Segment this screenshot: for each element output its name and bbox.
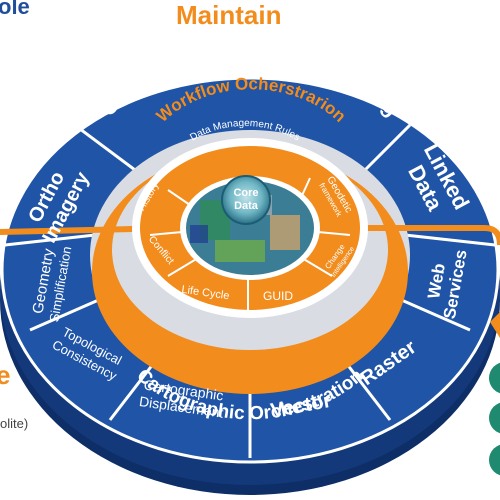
top-left-heading: ole (0, 0, 30, 19)
maintain-heading: Maintain (176, 0, 282, 30)
core-city-image (186, 175, 314, 275)
core-label-1: Core (233, 187, 258, 199)
core-label-2: Data (234, 200, 259, 212)
right-edge-badges (489, 362, 500, 476)
guid-label: GUID (263, 289, 293, 303)
left-heading: e (0, 360, 11, 390)
left-note: olite) (0, 416, 29, 431)
